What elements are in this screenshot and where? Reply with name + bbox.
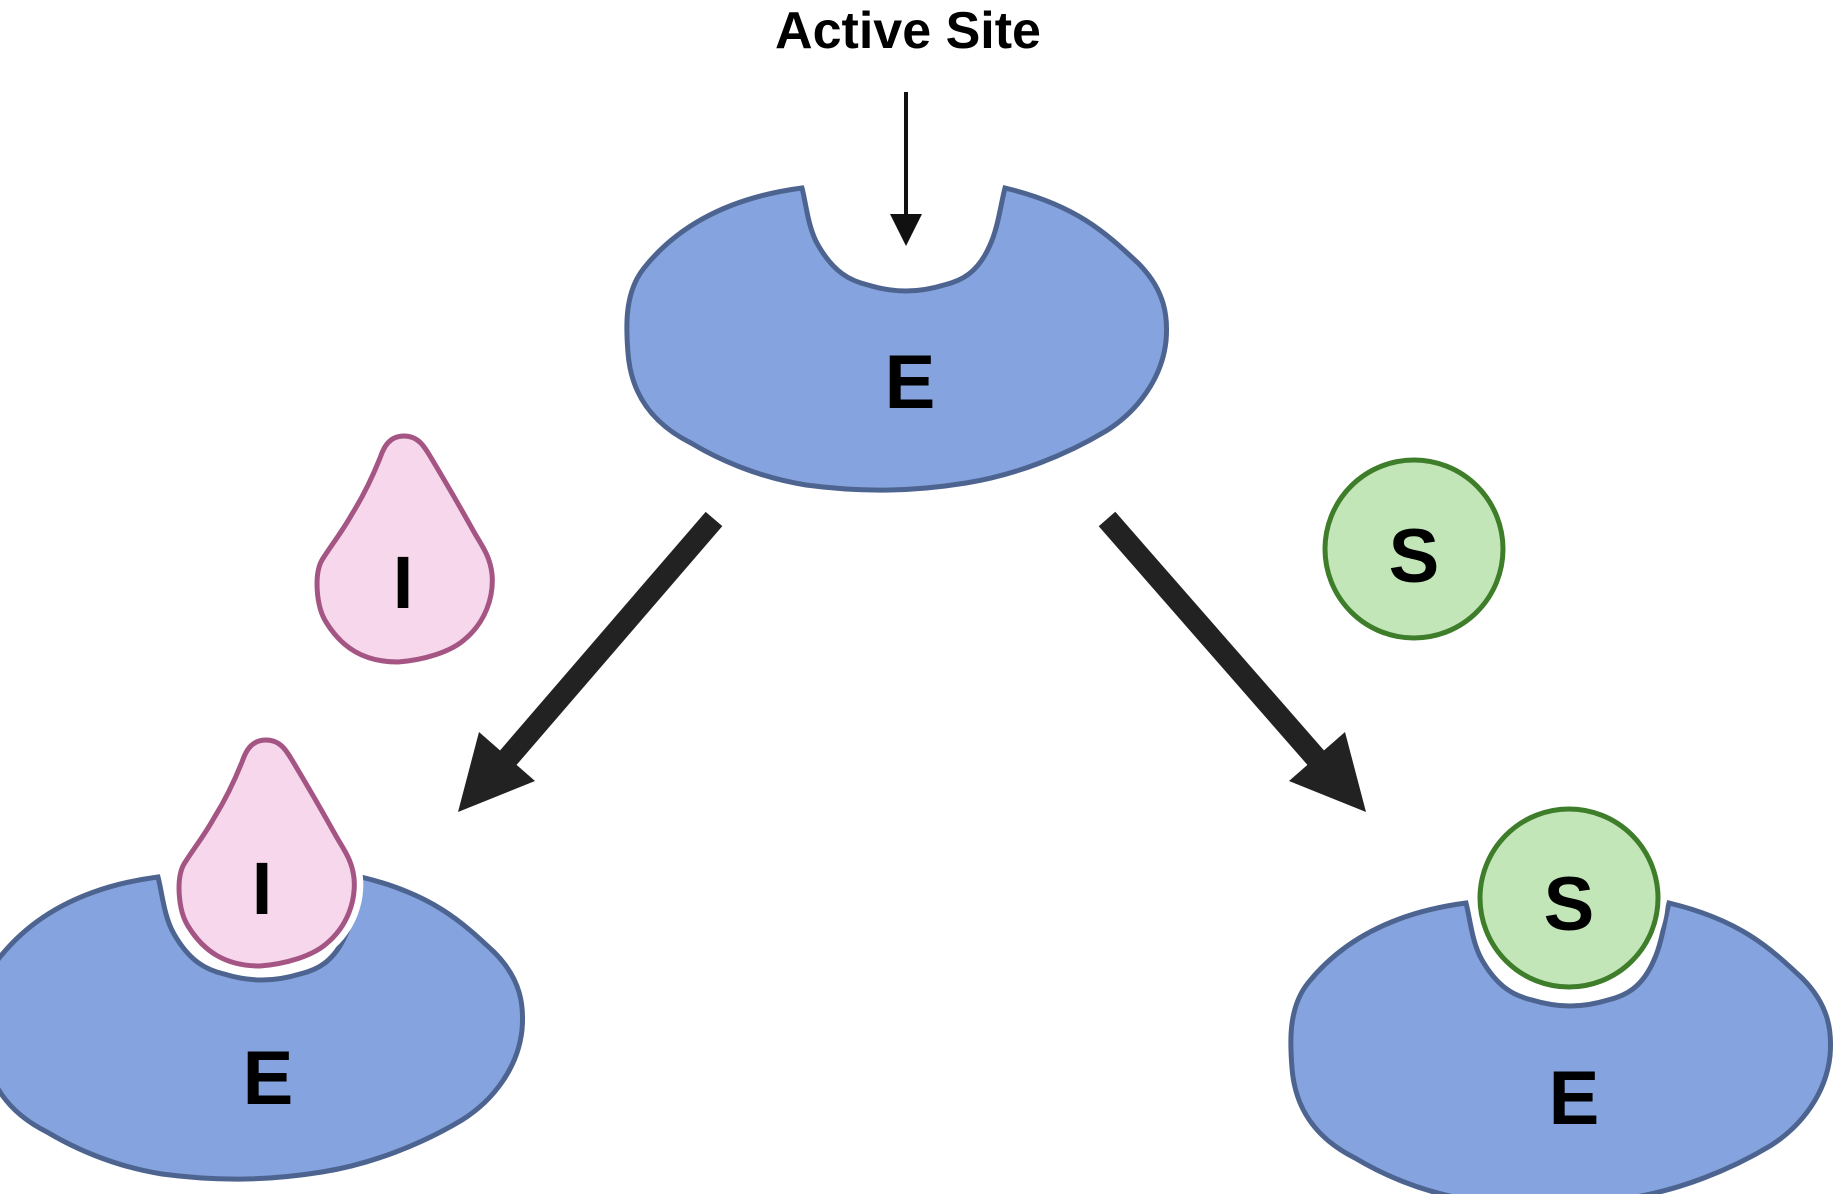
active-site-pointer-arrow bbox=[890, 92, 922, 246]
active-site-title: Active Site bbox=[775, 2, 1041, 60]
free-substrate bbox=[1322, 457, 1506, 641]
bound-inhibitor-label: I bbox=[252, 847, 273, 930]
enzyme-substrate-complex bbox=[1291, 801, 1831, 1194]
complex-enzyme-right-label: E bbox=[1549, 1056, 1600, 1141]
inhibitor-binding-arrow bbox=[458, 511, 723, 812]
free-inhibitor-label: I bbox=[393, 541, 414, 624]
complex-enzyme-left-label: E bbox=[243, 1036, 294, 1121]
free-enzyme-label: E bbox=[885, 340, 936, 425]
substrate-binding-arrow bbox=[1098, 511, 1366, 812]
free-substrate-label: S bbox=[1389, 514, 1440, 599]
bound-substrate bbox=[1477, 806, 1661, 990]
bound-substrate-label: S bbox=[1544, 862, 1595, 947]
